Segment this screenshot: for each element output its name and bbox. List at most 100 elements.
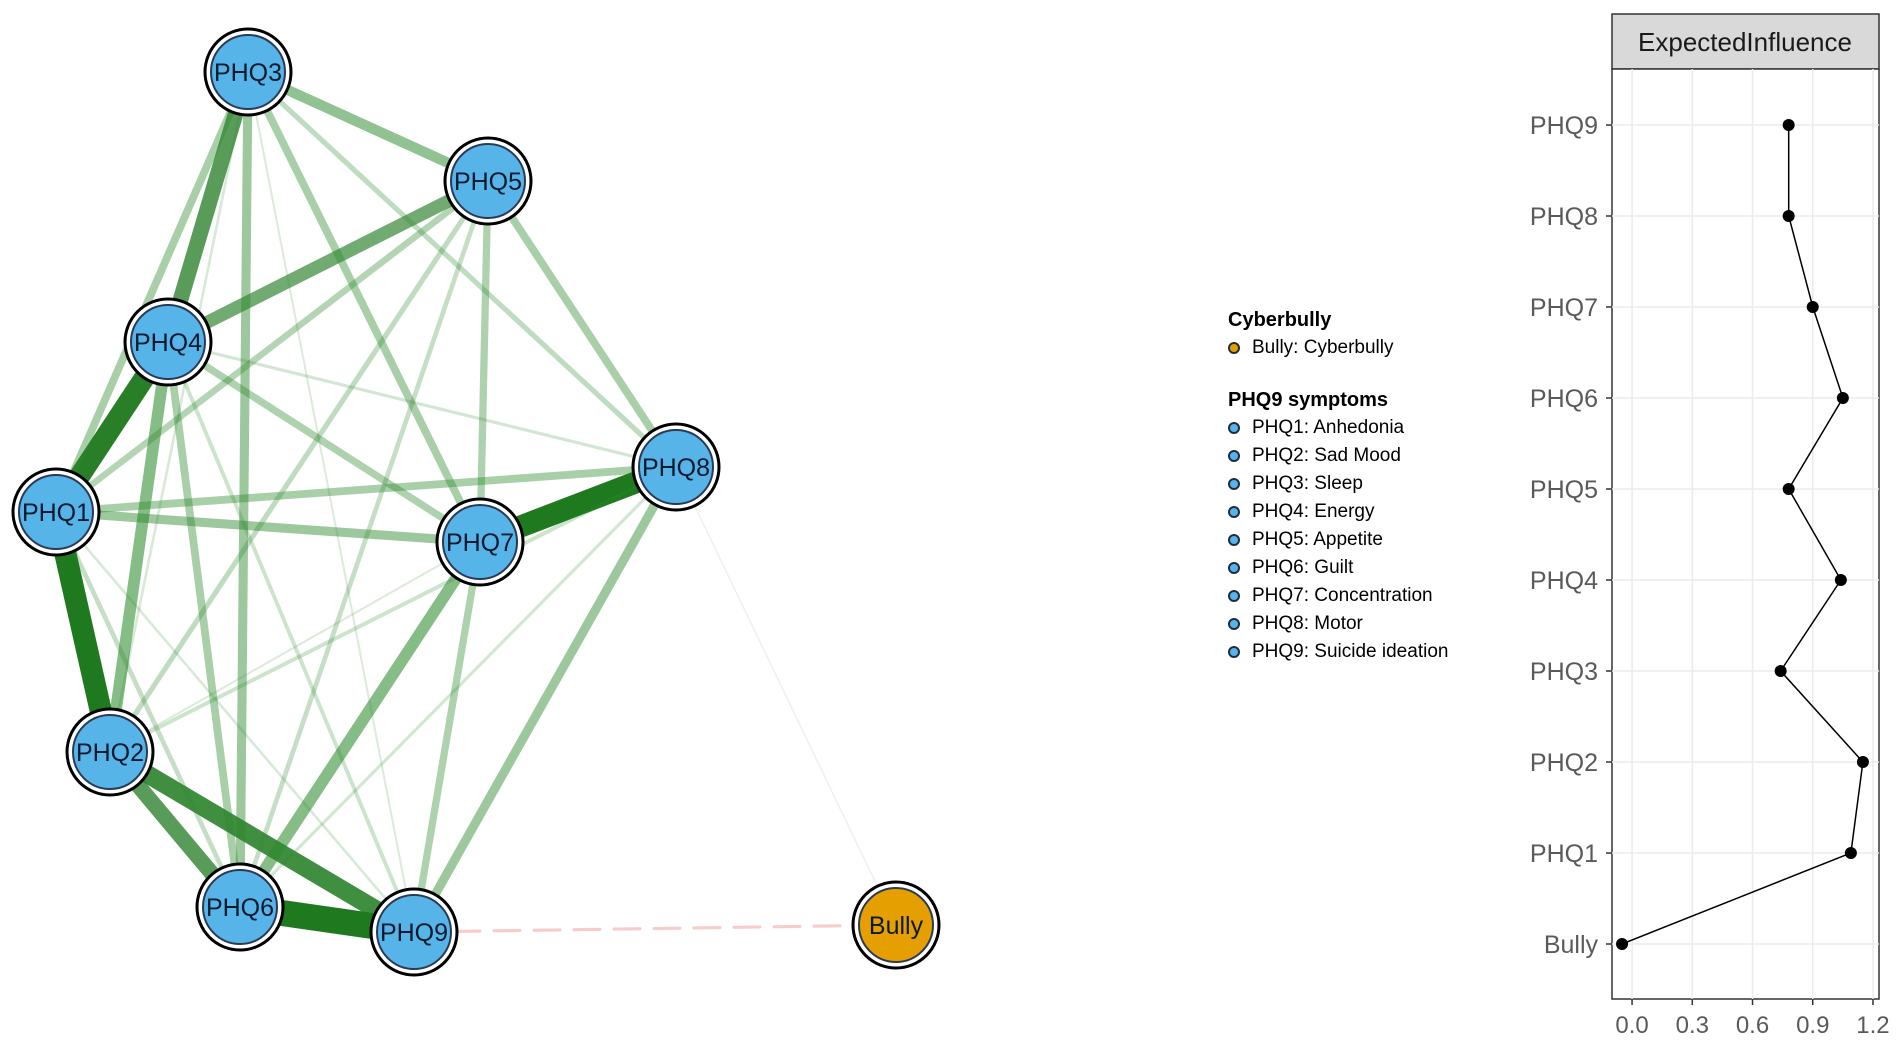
ei-point-phq5 <box>1782 483 1795 495</box>
edge-phq4-phq5 <box>161 174 495 349</box>
ei-point-phq3 <box>1774 665 1787 677</box>
legend-item: PHQ6: Guilt <box>1228 554 1528 582</box>
edge-phq3-phq7 <box>244 68 484 546</box>
node-phq8: PHQ8 <box>631 422 721 512</box>
edge-phq3-phq4 <box>160 64 256 350</box>
node-label: PHQ2 <box>76 739 144 767</box>
ei-x-tick-label: 1.2 <box>1856 1012 1889 1039</box>
ei-point-bully <box>1616 938 1629 950</box>
legend-item: PHQ7: Concentration <box>1228 582 1528 610</box>
node-phq2: PHQ2 <box>65 707 155 797</box>
edge-phq8-phq2 <box>108 465 678 754</box>
legend-item-label: PHQ2: Sad Mood <box>1252 445 1401 466</box>
ei-y-tick-label: PHQ6 <box>1530 385 1598 413</box>
edge-phq4-phq6 <box>164 338 244 911</box>
edge-phq5-phq6 <box>237 178 491 910</box>
legend-item-label: PHQ3: Sleep <box>1252 473 1363 494</box>
node-phq4: PHQ4 <box>123 297 213 387</box>
ei-y-tick-label: PHQ9 <box>1530 112 1598 140</box>
edge-phq4-phq8 <box>166 340 678 469</box>
edge-phq5-phq7 <box>476 177 492 546</box>
edge-phq3-phq1 <box>52 68 252 516</box>
legend-item-label: PHQ1: Anhedonia <box>1252 417 1405 438</box>
ei-series-points <box>1616 119 1869 950</box>
legend-group-title: PHQ9 symptoms <box>1228 389 1389 411</box>
ei-y-tick-label: PHQ2 <box>1530 749 1598 777</box>
node-phq1: PHQ1 <box>11 467 101 557</box>
legend-item: Bully: Cyberbully <box>1228 334 1528 362</box>
legend-item: PHQ1: Anhedonia <box>1228 414 1528 442</box>
edge-phq8-phq6 <box>238 465 678 909</box>
edge-phq5-phq8 <box>484 177 680 471</box>
legend-swatch <box>1228 478 1240 490</box>
ei-point-phq1 <box>1844 847 1857 859</box>
ei-y-tick-label: PHQ4 <box>1530 567 1598 595</box>
ei-x-tick-label: 0.0 <box>1615 1012 1648 1039</box>
edge-phq8-phq9 <box>409 462 681 937</box>
legend-item-label: PHQ5: Appetite <box>1252 529 1383 550</box>
legend-item-label: Bully: Cyberbully <box>1252 337 1394 358</box>
ei-point-phq9 <box>1782 119 1795 131</box>
legend-item-label: PHQ8: Motor <box>1252 613 1363 634</box>
legend-swatch <box>1228 646 1240 658</box>
ei-y-tick-label: Bully <box>1544 931 1599 959</box>
ei-y-tick-label: PHQ5 <box>1530 476 1598 504</box>
edge-phq2-phq9 <box>100 742 424 942</box>
ei-y-tick-label: PHQ1 <box>1530 840 1598 868</box>
edge-phq5-phq1 <box>52 177 492 516</box>
node-label: PHQ6 <box>206 894 274 922</box>
ei-point-phq4 <box>1834 574 1847 586</box>
node-phq3: PHQ3 <box>203 27 293 117</box>
legend-item-label: PHQ9: Suicide ideation <box>1252 641 1449 662</box>
legend-swatch <box>1228 534 1240 546</box>
edge-phq2-phq4 <box>104 336 174 758</box>
node-phq6: PHQ6 <box>195 862 285 952</box>
edge-phq1-phq7 <box>51 507 485 547</box>
legend-item: PHQ9: Suicide ideation <box>1228 638 1528 666</box>
edge-phq4-phq7 <box>164 338 484 546</box>
legend-item: PHQ4: Energy <box>1228 498 1528 526</box>
edge-phq2-phq7 <box>108 540 482 754</box>
ei-point-phq6 <box>1836 392 1849 404</box>
node-label: PHQ7 <box>446 529 514 557</box>
node-label: PHQ9 <box>380 919 448 947</box>
node-label: PHQ1 <box>22 499 90 527</box>
node-phq7: PHQ7 <box>435 497 525 587</box>
edge-phq7-phq9 <box>410 538 484 936</box>
node-phq5: PHQ5 <box>443 136 533 226</box>
legend-item: PHQ8: Motor <box>1228 610 1528 638</box>
ei-panel <box>1611 68 1880 1000</box>
edge-phq4-phq9 <box>166 340 416 934</box>
legend-swatch <box>1228 562 1240 574</box>
edge-phq1-phq8 <box>52 463 680 516</box>
legend-swatch <box>1228 506 1240 518</box>
ei-point-phq8 <box>1782 210 1795 222</box>
legend-item-label: PHQ6: Guilt <box>1252 557 1354 578</box>
edge-phq8-bully <box>675 466 897 926</box>
edge-phq3-phq6 <box>235 67 253 912</box>
ei-y-tick-label: PHQ7 <box>1530 294 1598 322</box>
edge-phq6-phq7 <box>234 536 486 913</box>
edge-phq3-phq2 <box>108 70 250 754</box>
legend-item: PHQ2: Sad Mood <box>1228 442 1528 470</box>
legend-swatch <box>1228 450 1240 462</box>
legend-swatch <box>1228 590 1240 602</box>
ei-point-phq2 <box>1856 756 1869 768</box>
edge-phq9-bully <box>412 923 898 934</box>
node-phq9: PHQ9 <box>369 887 459 977</box>
node-label: PHQ3 <box>214 59 282 87</box>
ei-y-tick-label: PHQ8 <box>1530 203 1598 231</box>
legend-group-title: Cyberbully <box>1228 309 1332 331</box>
legend-swatch <box>1228 422 1240 434</box>
ei-strip-title: ExpectedInfluence <box>1638 27 1852 57</box>
legend-item: PHQ5: Appetite <box>1228 526 1528 554</box>
ei-x-tick-label: 0.3 <box>1676 1012 1709 1039</box>
legend-item: PHQ3: Sleep <box>1228 470 1528 498</box>
ei-point-phq7 <box>1806 301 1819 313</box>
